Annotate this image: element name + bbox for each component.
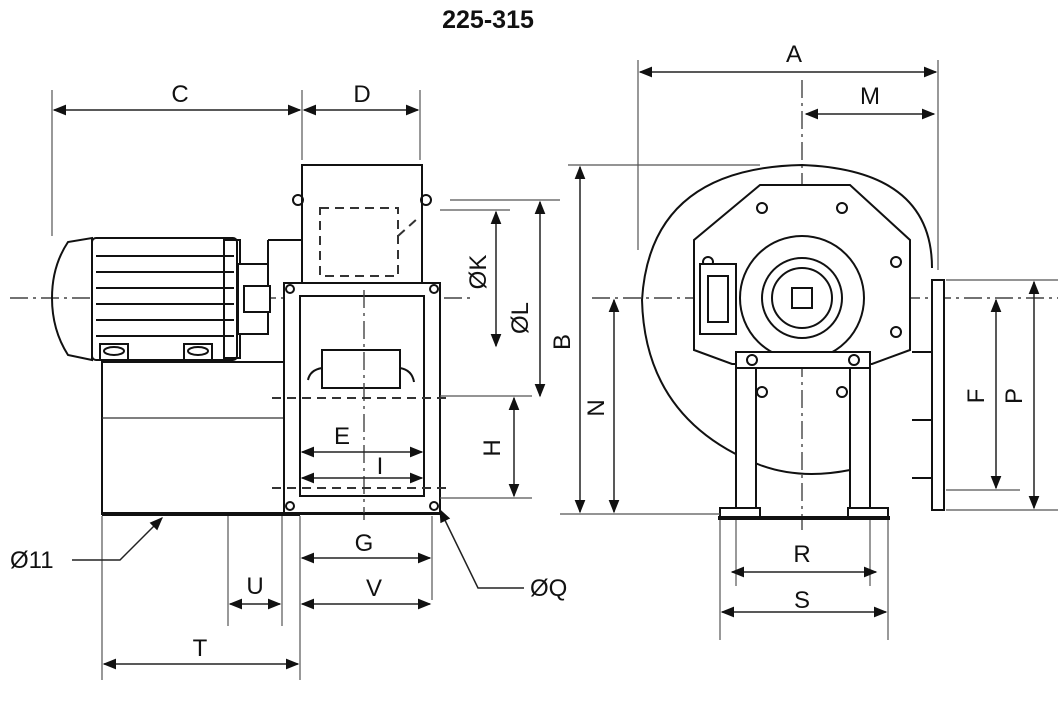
motor-hub-mid [761,257,843,339]
dim-label-i: I [377,453,384,480]
shaft-key [791,287,813,309]
motor-hub-inner [771,267,833,329]
dim-label-f: F [963,389,990,404]
dim-label-b: B [549,334,576,350]
support-leg-left [735,363,757,515]
drawing-title: 225-315 [442,6,534,34]
support-leg-right [849,363,871,515]
dim-label-n: N [583,399,610,416]
dim-label-v: V [366,575,382,602]
dim-label-a: A [786,41,802,68]
dim-label-e: E [334,423,350,450]
dim-label-k: ØK [465,255,492,290]
motor-hub-outer [739,235,865,361]
dim-label-l: ØL [507,302,534,334]
shaft-stub [321,349,401,389]
outlet-flange [931,279,945,511]
front-view: A M B N F P R S [549,41,1058,640]
dim-label-p: P [1001,388,1028,404]
dim-label-c: C [171,81,188,108]
flange-bolts [285,284,439,511]
coupling [243,285,271,313]
motor-end-cap [50,236,93,362]
dim-label-h: H [479,439,506,456]
motor-foot [99,343,129,361]
dim-label-g: G [355,530,374,557]
side-view: C D ØK ØL H E I G U V [10,81,567,680]
motor-foot [183,343,213,361]
motor-cooling-fins [96,255,234,337]
fan-volute [640,163,933,475]
terminal-box [699,263,737,335]
dim-label-u: U [246,573,263,600]
hole-label: Ø11 [10,547,54,574]
dim-label-s: S [794,587,810,614]
dim-label-m: M [860,83,880,110]
dim-label-q: ØQ [530,575,567,602]
dim-label-d: D [353,81,370,108]
dim-label-r: R [793,541,810,568]
dim-label-t: T [193,635,208,662]
motor-support-frame [101,361,301,515]
hidden-outlet [319,207,399,277]
inlet-opening [299,295,425,497]
